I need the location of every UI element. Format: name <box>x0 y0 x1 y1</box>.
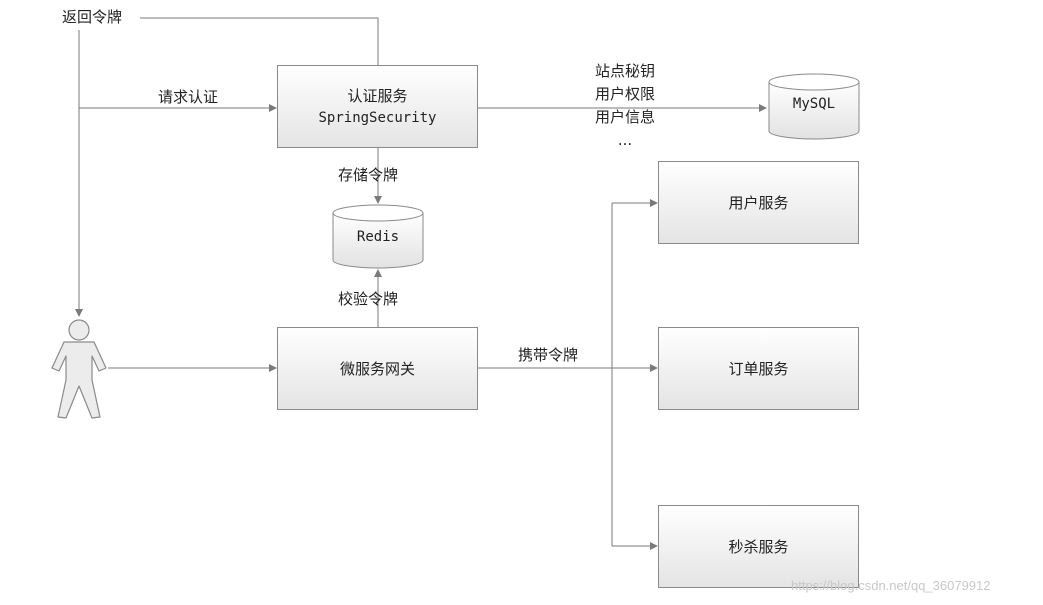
gateway-box: 微服务网关 <box>277 327 478 410</box>
return-token-label: 返回令牌 <box>62 8 123 26</box>
order-service-label: 订单服务 <box>728 359 789 378</box>
seckill-service-box: 秒杀服务 <box>658 505 859 588</box>
order-service-box: 订单服务 <box>658 327 859 410</box>
person-icon <box>51 319 107 419</box>
gateway-label: 微服务网关 <box>339 359 415 378</box>
auth-service-title: 认证服务 <box>347 86 408 105</box>
user-permission-label: 用户权限 <box>594 85 655 103</box>
seckill-service-label: 秒杀服务 <box>728 537 789 556</box>
mysql-database-icon <box>768 73 860 140</box>
mysql-label: MySQL <box>792 96 836 112</box>
redis-label: Redis <box>356 229 400 245</box>
store-token-label: 存储令牌 <box>338 166 399 184</box>
ellipsis-label: ... <box>617 131 633 149</box>
carry-token-label: 携带令牌 <box>518 346 579 364</box>
watermark: https://blog.csdn.net/qq_36079912 <box>791 578 991 593</box>
user-service-box: 用户服务 <box>658 161 859 244</box>
user-service-label: 用户服务 <box>728 193 789 212</box>
auth-service-subtitle: SpringSecurity <box>318 109 437 126</box>
redis-database-icon <box>332 204 424 269</box>
request-auth-label: 请求认证 <box>158 88 219 106</box>
return-token-connector <box>140 17 379 65</box>
user-info-label: 用户信息 <box>594 108 655 126</box>
auth-service-box: 认证服务 SpringSecurity <box>277 65 478 148</box>
verify-token-label: 校验令牌 <box>338 290 399 308</box>
site-key-label: 站点秘钥 <box>594 62 655 80</box>
